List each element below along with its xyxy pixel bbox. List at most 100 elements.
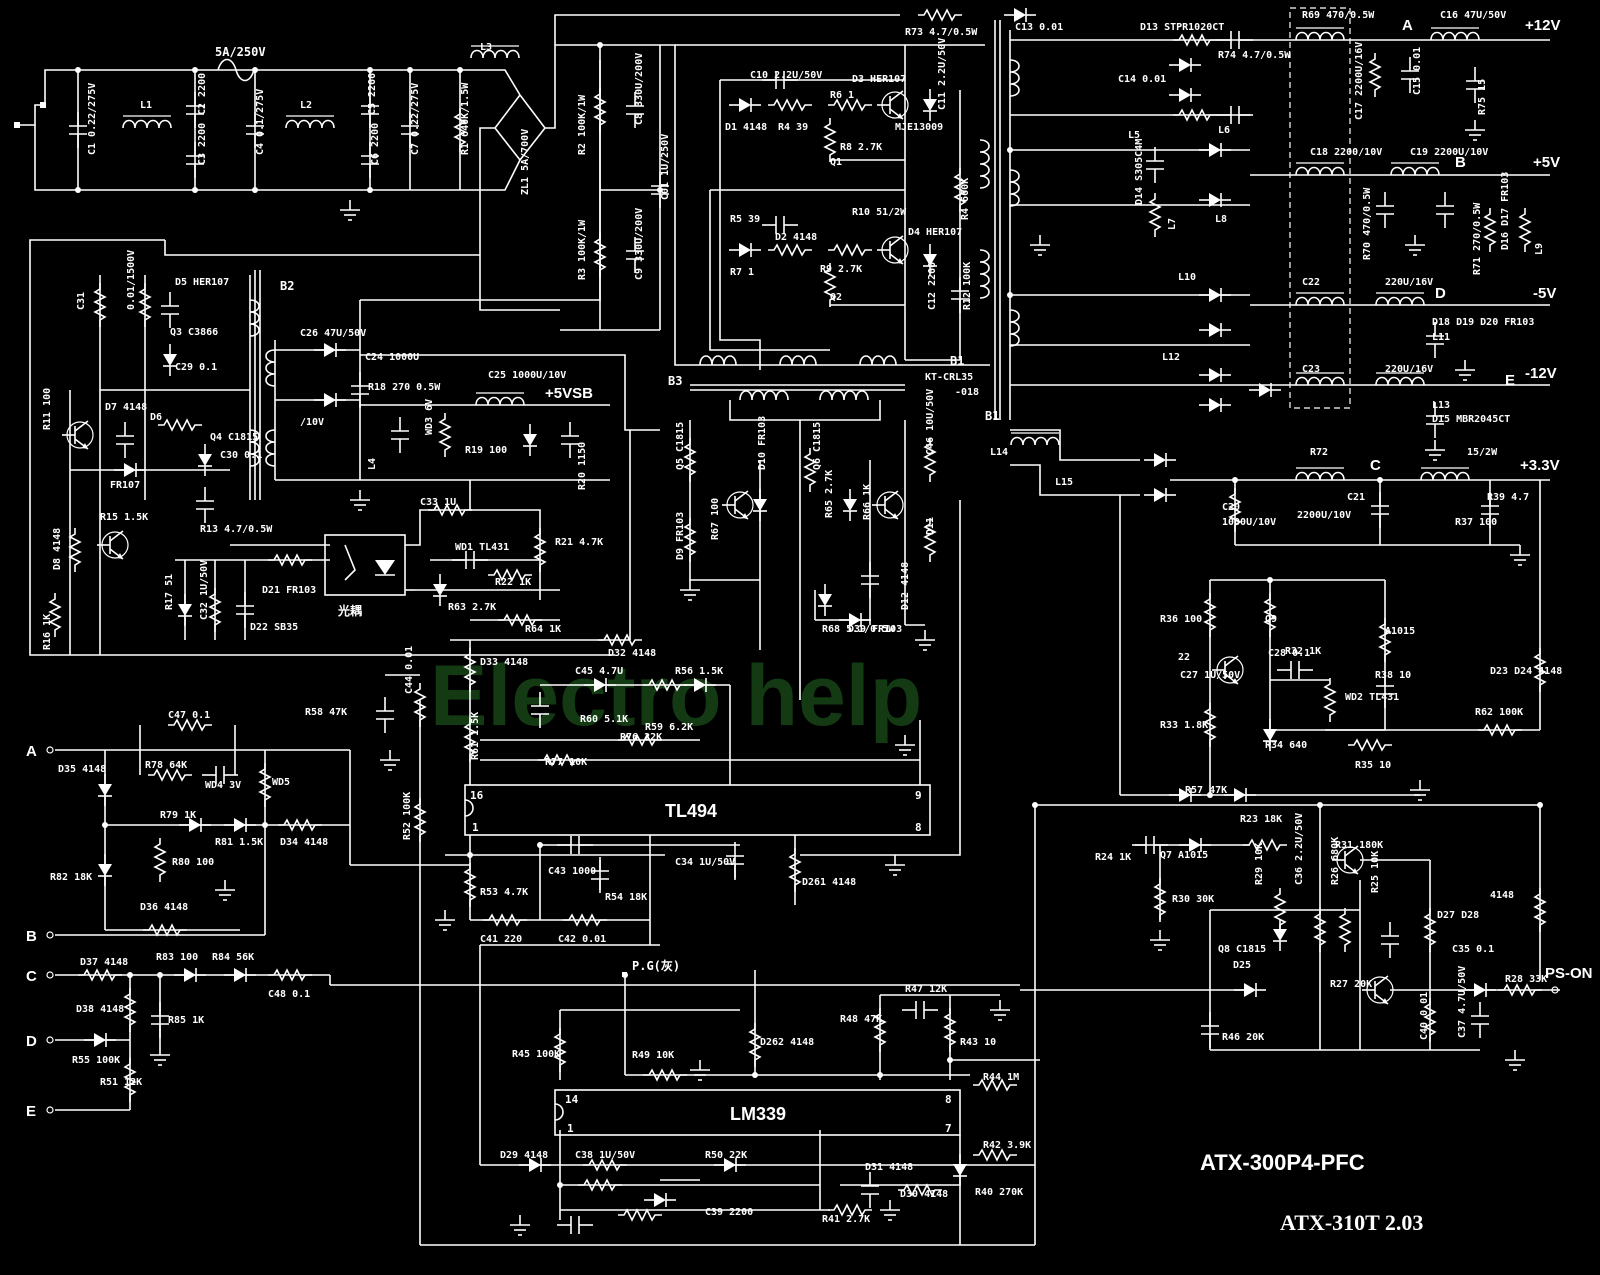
transformer-b1-b: B1 xyxy=(985,409,999,423)
watermark: Electro help xyxy=(430,648,922,744)
rail-5vsb: +5VSB xyxy=(545,385,593,402)
component-label: Q5 C1815 xyxy=(675,422,686,470)
component-label: R41 2.7K xyxy=(822,1214,870,1225)
component-label: R15 1.5K xyxy=(100,512,148,523)
component-label: D15 MBR2045CT xyxy=(1432,414,1510,425)
component-label: A1015 xyxy=(1385,626,1415,637)
diagram-title: ATX-300P4-PFC xyxy=(1200,1150,1365,1175)
component-label: WD2 TL431 xyxy=(1345,692,1399,703)
component-label: Q4 C1815 xyxy=(210,432,258,443)
rail-12v: +12V xyxy=(1525,17,1560,34)
component-label: 220U/16V xyxy=(1385,277,1433,288)
component-label: C44 0.01 xyxy=(404,646,415,694)
component-label: D12 4148 xyxy=(900,562,911,610)
component-label: R75 15 xyxy=(1477,79,1488,115)
component-label: R65 2.7K xyxy=(824,470,835,518)
component-label: FR107 xyxy=(110,480,140,491)
component-label: D11 xyxy=(925,517,936,535)
transformer-b1-a: B1 xyxy=(950,354,964,368)
component-label: D13 STPR1020CT xyxy=(1140,22,1224,33)
tl494-pin-16: 16 xyxy=(470,789,484,802)
component-label: R76 22K xyxy=(620,732,662,743)
component-label: L6 xyxy=(1218,125,1230,136)
component-label: C8 330U/200V xyxy=(634,53,645,125)
component-label: R7 1 xyxy=(730,267,754,278)
node-a-top: A xyxy=(1402,17,1413,34)
component-label: C4 0.1/275V xyxy=(255,89,266,155)
component-label: C27 1U/50V xyxy=(1180,670,1240,681)
component-label: C1 0.22/275V xyxy=(87,83,98,155)
component-label: L5 xyxy=(1128,130,1140,141)
component-label: C17 2200U/16V xyxy=(1354,42,1365,120)
component-label: R5 39 xyxy=(730,214,760,225)
component-label: C30 0.1 xyxy=(220,450,262,461)
component-label: Q3 C3866 xyxy=(170,327,218,338)
rail-minus12v: -12V xyxy=(1525,365,1557,382)
component-label: C26 47U/50V xyxy=(300,328,366,339)
component-label: R57 47K xyxy=(1185,785,1227,796)
node-b-left: B xyxy=(26,928,37,945)
component-label: D31 4148 xyxy=(865,1162,913,1173)
component-label: D262 4148 xyxy=(760,1037,814,1048)
component-label: R31 180K xyxy=(1335,840,1383,851)
component-label: L14 xyxy=(990,447,1008,458)
component-label: C10 2.2U/50V xyxy=(750,70,822,81)
component-label: R3 100K/1W xyxy=(577,219,588,280)
node-labels: A B C D E A B C D E xyxy=(26,17,1515,1120)
component-label: R66 1K xyxy=(862,484,873,520)
component-label: R17 51 xyxy=(164,574,175,610)
component-label: R46 20K xyxy=(1222,1032,1264,1043)
component-label: C28 0.1 xyxy=(1268,648,1310,659)
component-label: L2 xyxy=(300,100,312,111)
component-label: R52 100K xyxy=(402,792,413,840)
component-label: R71 270/0.5W xyxy=(1472,202,1483,275)
component-label: D10 FR103 xyxy=(757,416,768,470)
node-c-top: C xyxy=(1370,457,1381,474)
rail-ps-on: PS-ON xyxy=(1545,965,1593,982)
component-label: R27 20K xyxy=(1330,979,1372,990)
component-label: L9 xyxy=(1534,243,1545,255)
component-label: C11 2.2U/50V xyxy=(937,38,948,110)
component-label: D25 xyxy=(1233,960,1251,971)
component-label: R47 12K xyxy=(905,984,947,995)
component-label: D36 4148 xyxy=(140,902,188,913)
component-label: C24 1000U xyxy=(365,352,419,363)
component-label: R49 10K xyxy=(632,1050,674,1061)
component-label: WD5 xyxy=(272,777,290,788)
component-label: 220U/16V xyxy=(1385,364,1433,375)
rail-5v: +5V xyxy=(1533,154,1560,171)
node-c-left: C xyxy=(26,968,37,985)
node-e-left: E xyxy=(26,1103,36,1120)
component-label: R51 12K xyxy=(100,1077,142,1088)
fuse-label: 5A/250V xyxy=(215,45,266,59)
component-label: C16 47U/50V xyxy=(1440,10,1506,21)
component-label: R55 100K xyxy=(72,1055,120,1066)
component-label: R59 6.2K xyxy=(645,722,693,733)
node-e-top: E xyxy=(1505,372,1515,389)
lm339-pin-7: 7 xyxy=(945,1122,952,1135)
component-label: R2 100K/1W xyxy=(577,94,588,155)
component-label: C47 0.1 xyxy=(168,710,210,721)
lm339-pin-14: 14 xyxy=(565,1093,579,1106)
component-label: R9 2.7K xyxy=(820,264,862,275)
component-label: R28 33K xyxy=(1505,974,1547,985)
component-label: L11 xyxy=(1432,332,1450,343)
component-label: C21 xyxy=(1347,492,1365,503)
component-label: 4148 xyxy=(1490,890,1514,901)
component-label: R44 1M xyxy=(983,1072,1019,1083)
component-label: D22 SB35 xyxy=(250,622,298,633)
component-label: C3 2200 xyxy=(197,123,208,165)
component-label: C46 10U/50V xyxy=(925,389,936,455)
component-label: C18 2200/10V xyxy=(1310,147,1382,158)
component-label: D32 4148 xyxy=(608,648,656,659)
component-label: 15/2W xyxy=(1467,447,1498,458)
component-label: Q7 A1015 xyxy=(1160,850,1208,861)
component-label: 22 xyxy=(1178,652,1190,663)
component-label: R24 1K xyxy=(1095,852,1131,863)
component-label: R1 640K/1.5W xyxy=(460,82,471,155)
component-label: C5 2200 xyxy=(367,73,378,115)
component-label: C41 220 xyxy=(480,934,522,945)
component-label: C37 4.7U/50V xyxy=(1457,966,1468,1038)
component-label: R6 1 xyxy=(830,90,854,101)
